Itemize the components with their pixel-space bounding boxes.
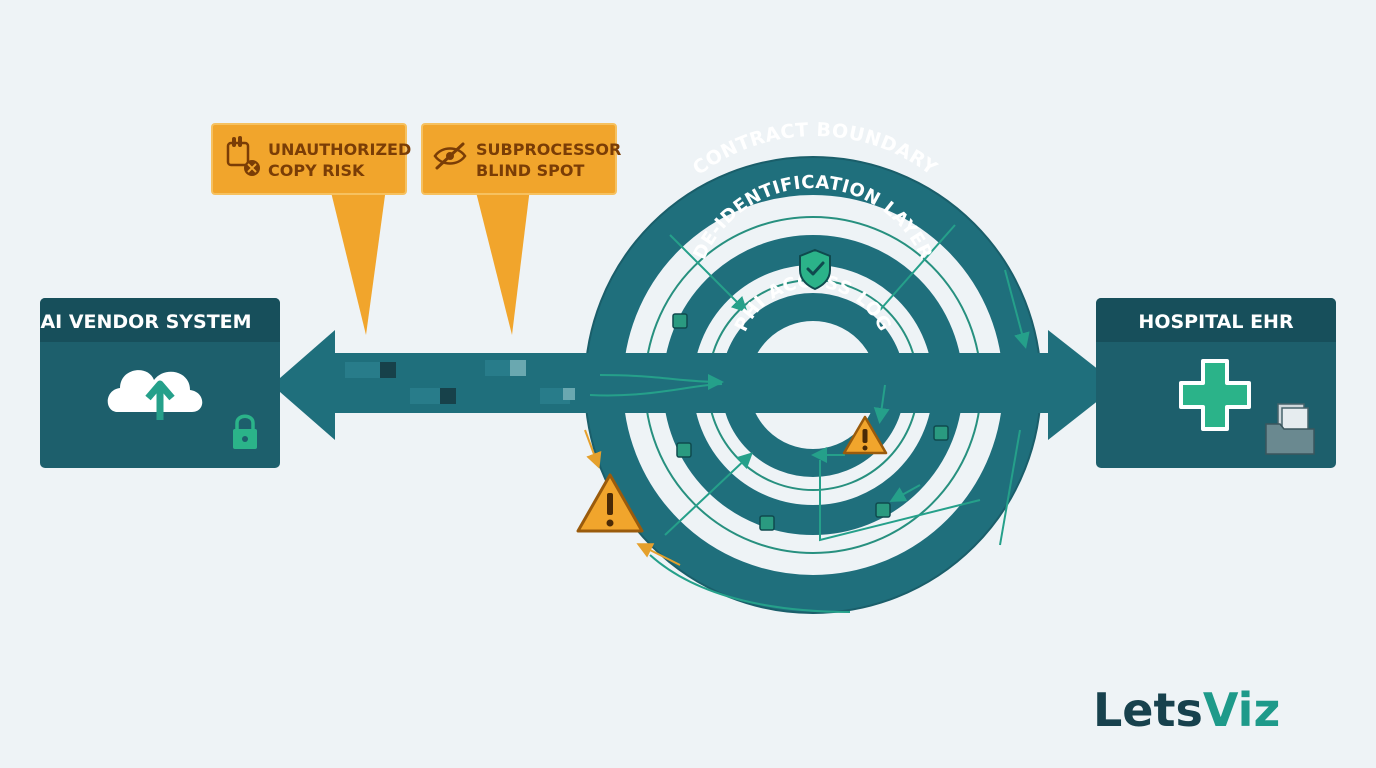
vendor-box-title: AI VENDOR SYSTEM [40,311,251,333]
hospital-ehr-box: HOSPITAL EHR [1096,298,1336,468]
medical-cross-icon [1179,359,1251,431]
callout-1-line1: UNAUTHORIZED [268,140,411,159]
shield-check-icon [799,248,831,291]
folder-documents-icon [1265,403,1315,455]
ai-vendor-system-box: AI VENDOR SYSTEM [40,298,280,468]
data-flow-arrow [272,330,1118,440]
callout-1-line2: COPY RISK [268,161,365,180]
callout-unauthorized-copy: UNAUTHORIZED COPY RISK [211,123,411,335]
flow-lines [589,224,1030,613]
letsviz-logo: LetsViz [1093,683,1280,737]
arrow-head-left [272,330,335,440]
arrow-head-right [1048,330,1118,440]
warning-icon-small [842,415,888,455]
hospital-box-title: HOSPITAL EHR [1138,311,1294,333]
callout-2-line2: BLIND SPOT [476,161,584,180]
eye-slash-icon [433,142,467,170]
callout-subprocessor-blind-spot: SUBPROCESSOR BLIND SPOT [421,123,621,335]
brand-logo-text: LetsViz [1093,683,1280,737]
warning-icon-large [576,473,644,533]
amber-flow-lines [584,429,681,566]
callout-2-line1: SUBPROCESSOR [476,140,621,159]
cloud-upload-icon [107,370,203,420]
lock-icon [233,414,257,449]
ring-nodes [672,313,949,531]
hand-block-icon [226,136,260,176]
